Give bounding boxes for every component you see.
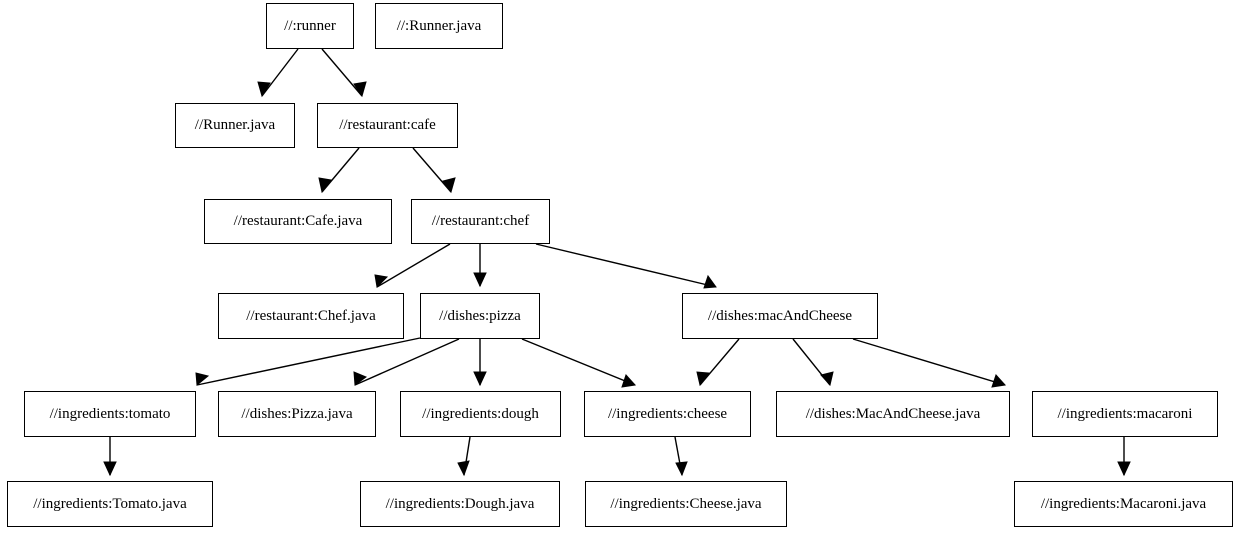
- graph-node-label: //ingredients:cheese: [607, 405, 728, 422]
- graph-node-label: //Runner.java: [194, 117, 276, 133]
- graph-node-dishes_pizzajava[interactable]: //dishes:Pizza.java: [218, 391, 376, 437]
- graph-node-label: //restaurant:cafe: [339, 117, 436, 133]
- graph-node-ing_macaroni[interactable]: //ingredients:macaroni: [1032, 391, 1218, 437]
- graph-node-label: //ingredients:Cheese.java: [610, 495, 762, 512]
- graph-node-label: //dishes:pizza: [439, 307, 521, 324]
- graph-node-ing_cheesejava[interactable]: //ingredients:Cheese.java: [585, 481, 787, 527]
- graph-node-dishes_pizza[interactable]: //dishes:pizza: [420, 293, 540, 339]
- graph-node-ing_tomatojava[interactable]: //ingredients:Tomato.java: [7, 481, 213, 527]
- graph-node-label: //ingredients:dough: [422, 405, 539, 422]
- graph-node-label: //:runner: [284, 17, 336, 34]
- graph-node-label: //ingredients:Macaroni.java: [1040, 495, 1207, 512]
- graph-node-label: //restaurant:chef: [431, 213, 530, 229]
- graph-node-label: //ingredients:Dough.java: [385, 495, 535, 512]
- graph-node-label: //dishes:Pizza.java: [241, 405, 353, 422]
- graph-node-label: //restaurant:Cafe.java: [233, 213, 363, 229]
- graph-node-label: //ingredients:Tomato.java: [33, 495, 187, 512]
- graph-node-restaurant_chef[interactable]: //restaurant:chef: [411, 199, 550, 244]
- graph-node-label: //restaurant:Chef.java: [246, 307, 376, 324]
- graph-node-ing_dough[interactable]: //ingredients:dough: [400, 391, 561, 437]
- graph-node-label: //ingredients:tomato: [49, 405, 171, 422]
- graph-node-runner_java[interactable]: //Runner.java: [175, 103, 295, 148]
- graph-node-restaurant_cafejava[interactable]: //restaurant:Cafe.java: [204, 199, 392, 244]
- graph-node-ing_cheese[interactable]: //ingredients:cheese: [584, 391, 751, 437]
- graph-node-restaurant_chefjava[interactable]: //restaurant:Chef.java: [218, 293, 404, 339]
- graph-node-label: //ingredients:macaroni: [1057, 405, 1193, 422]
- graph-node-ing_tomato[interactable]: //ingredients:tomato: [24, 391, 196, 437]
- graph-node-dishes_macjava[interactable]: //dishes:MacAndCheese.java: [776, 391, 1010, 437]
- graph-node-root_runner_java[interactable]: //:Runner.java: [375, 3, 503, 49]
- graph-node-label: //dishes:MacAndCheese.java: [805, 405, 981, 422]
- graph-node-runner[interactable]: //:runner: [266, 3, 354, 49]
- graph-node-ing_macaronijava[interactable]: //ingredients:Macaroni.java: [1014, 481, 1233, 527]
- graph-node-label: //dishes:macAndCheese: [707, 307, 853, 324]
- graph-node-dishes_macandchs[interactable]: //dishes:macAndCheese: [682, 293, 878, 339]
- graph-node-restaurant_cafe[interactable]: //restaurant:cafe: [317, 103, 458, 148]
- graph-node-label: //:Runner.java: [396, 17, 482, 34]
- graph-node-ing_doughjava[interactable]: //ingredients:Dough.java: [360, 481, 560, 527]
